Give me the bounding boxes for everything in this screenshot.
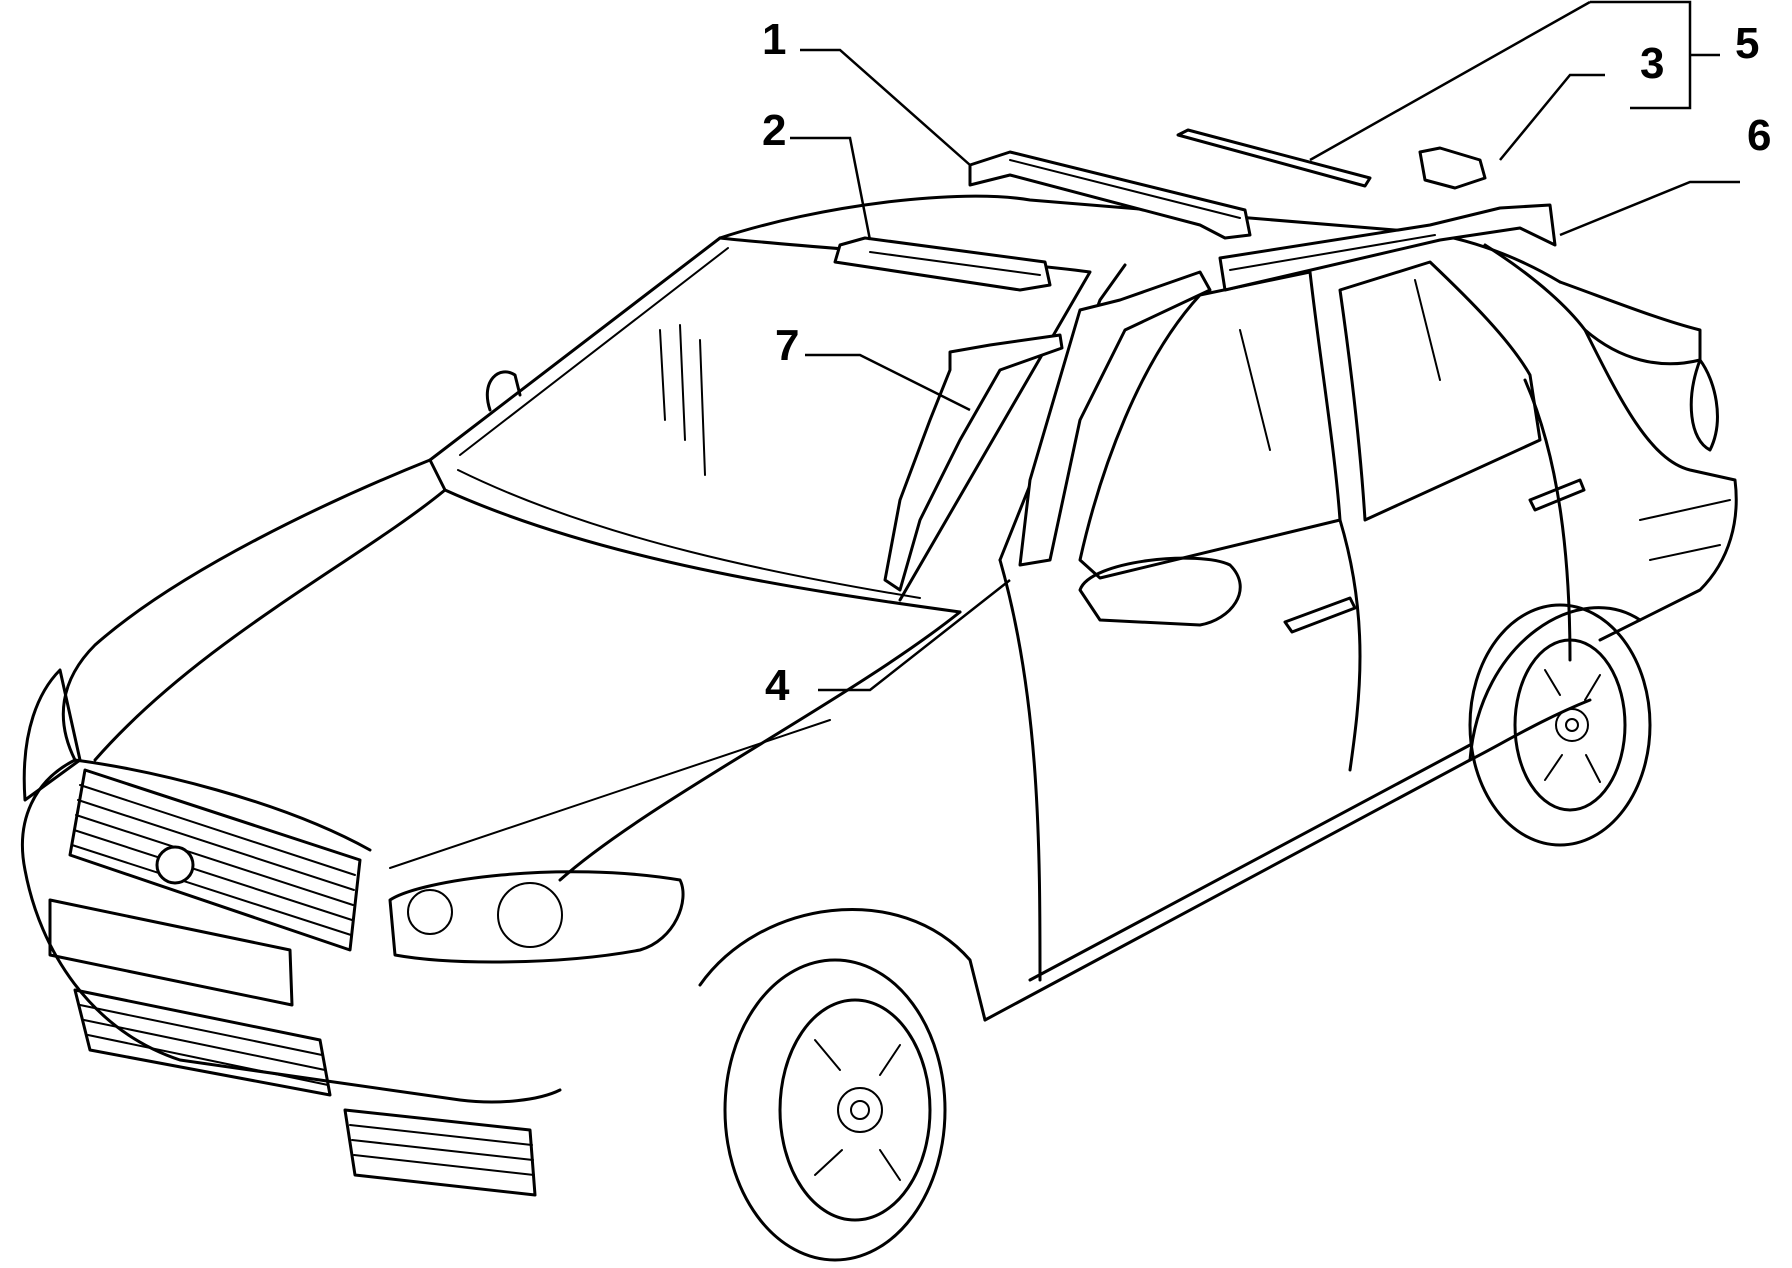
leader-5 [1309, 0, 1591, 162]
leader-2 [790, 136, 872, 241]
highlighted-parts [833, 128, 1557, 592]
callout-4: 4 [765, 661, 790, 710]
grille-outline [68, 768, 362, 952]
rear-wheel [1468, 603, 1652, 847]
part-5-rear-roof-rail [1176, 128, 1372, 188]
hood-front-edge [73, 758, 372, 852]
rear-quarter [1583, 328, 1738, 642]
callout-1: 1 [762, 15, 786, 64]
door-divider [1338, 518, 1362, 772]
callout-3: 3 [1640, 39, 1664, 88]
headlight-lens-icon [497, 882, 563, 948]
lower-grille [73, 988, 332, 1097]
tail-light [1689, 358, 1719, 452]
left-headlight [22, 668, 82, 802]
left-mirror [485, 370, 522, 412]
rear-door-window [1338, 260, 1542, 522]
trunk [1558, 280, 1702, 362]
callout-2: 2 [762, 106, 786, 155]
part-3-bracket [1418, 146, 1487, 190]
glass-reflection [659, 324, 706, 476]
front-door-handle [1283, 596, 1357, 634]
grille-slats [71, 784, 356, 936]
leader-6 [1559, 180, 1740, 237]
fog-lamp-slats [349, 1124, 535, 1176]
brand-badge-icon [155, 845, 195, 885]
part-6-side-roof-rail [1218, 203, 1557, 292]
callout-labels: 1 2 3 4 5 6 7 [762, 15, 1771, 710]
part-2-detail [869, 251, 1041, 276]
front-face [20, 758, 562, 1104]
leader-3 [1499, 73, 1605, 161]
fog-lamp-grille [343, 1108, 537, 1197]
headlight-lens-icon [407, 889, 453, 935]
front-wheel [723, 958, 947, 1262]
right-headlight [388, 870, 685, 964]
part-1-front-roof-crossmember [968, 150, 1252, 240]
hood-right-edge [558, 610, 962, 882]
sill [1028, 743, 1472, 982]
leader-4 [818, 579, 1011, 692]
callout-5: 5 [1735, 19, 1759, 68]
callout-7: 7 [775, 321, 799, 370]
window-reflection [1239, 279, 1441, 451]
part-6-detail [1229, 234, 1436, 271]
rear-wheel-arch [1468, 606, 1642, 762]
rear-bumper-line [1639, 499, 1731, 561]
leader-lines [790, 0, 1740, 692]
lower-grille-slats [79, 1004, 329, 1086]
side-mirror [1078, 556, 1242, 627]
b-pillar-reinforcement [1018, 270, 1212, 567]
front-door-front-edge [998, 558, 1042, 982]
part-1-edge [1009, 159, 1241, 219]
side-body-lower [983, 698, 1592, 1022]
callout-6: 6 [1747, 111, 1771, 160]
hood-crease [93, 488, 447, 762]
front-wheel-arch [698, 908, 987, 1022]
car-illustration [20, 194, 1738, 1262]
hood-outline [61, 458, 432, 762]
part-2-roof-panel [833, 236, 1052, 292]
windscreen-bottom [428, 458, 962, 614]
leader-7 [805, 353, 971, 412]
leader-1 [800, 48, 971, 166]
hood-shade [389, 719, 831, 869]
rear-door-rear-edge [1523, 378, 1572, 662]
license-plate [48, 898, 294, 1007]
part-7-a-pillar-reinforcement [883, 333, 1064, 592]
roof-outline [718, 194, 1562, 284]
rear-door-handle [1528, 478, 1586, 512]
windscreen-inner [457, 247, 921, 599]
windscreen-top [428, 236, 722, 462]
